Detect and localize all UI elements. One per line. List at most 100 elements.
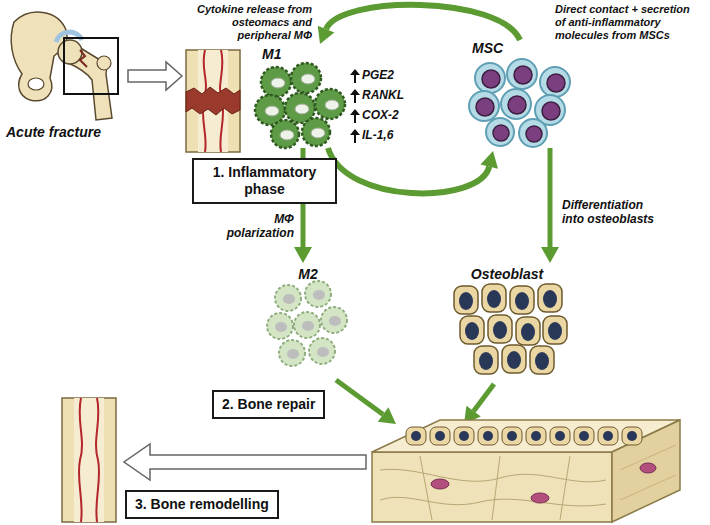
msc-cluster	[469, 59, 570, 147]
block-front	[372, 452, 612, 522]
cell-nucleus	[287, 349, 299, 359]
m2-macrophage	[275, 285, 301, 311]
canaliculi	[380, 469, 606, 481]
cell-body	[454, 427, 474, 445]
osteoblast-cell	[543, 316, 567, 344]
m1-macrophage	[291, 63, 321, 93]
cell-body	[406, 427, 426, 445]
node-text: Osteoblast	[446, 266, 568, 282]
arrow-head	[294, 247, 312, 263]
cell-nucleus	[555, 431, 565, 441]
cell-nucleus	[411, 431, 421, 441]
cell-body	[261, 67, 291, 97]
node-text: M2	[268, 266, 348, 282]
osteocyte	[640, 463, 656, 473]
cell-body	[482, 284, 506, 312]
msc-cell	[540, 67, 570, 97]
msc-cell	[486, 118, 514, 146]
osteoblast-cluster	[454, 284, 567, 374]
connector	[328, 148, 498, 193]
canaliculi	[420, 456, 570, 520]
up-arrow-head	[350, 129, 360, 135]
vessel	[96, 398, 99, 522]
bone-cortex	[62, 398, 116, 522]
cell-nucleus	[313, 290, 325, 300]
cell-nucleus	[476, 98, 494, 116]
cytokine-label: RANKL	[362, 88, 404, 103]
cell-body	[510, 286, 534, 314]
femoral-head	[58, 40, 82, 64]
green-arrow-head	[378, 407, 396, 424]
arrow-head	[481, 151, 499, 169]
cell-nucleus	[531, 431, 541, 441]
cell-body	[598, 427, 618, 445]
bone-tissue-block	[372, 420, 680, 522]
cell-body	[501, 89, 531, 119]
lining-osteoblast	[406, 427, 426, 445]
highlight-square	[64, 38, 118, 94]
cell-nucleus	[295, 104, 309, 114]
lining-osteoblast	[502, 427, 522, 445]
lining-osteoblast	[622, 427, 642, 445]
cell-body	[486, 118, 514, 146]
m1-cluster	[255, 63, 345, 148]
cell-nucleus	[521, 323, 535, 341]
node-text: 1. Inflammatory phase	[202, 164, 327, 198]
block-side	[612, 420, 680, 522]
cell-nucleus	[526, 126, 542, 142]
cell-nucleus	[483, 431, 493, 441]
cell-body	[271, 120, 299, 148]
arrow-head	[318, 26, 335, 44]
cell-nucleus	[435, 431, 445, 441]
cell-nucleus	[329, 316, 341, 326]
cell-body	[516, 317, 540, 345]
cell-body	[488, 315, 512, 343]
cell-cluster: MSC	[468, 40, 576, 148]
vessel	[79, 398, 82, 522]
cell-nucleus	[280, 130, 294, 140]
cell-body	[502, 345, 526, 373]
m1-macrophage	[261, 67, 291, 97]
m2-macrophage	[279, 340, 305, 366]
cell-nucleus	[542, 102, 560, 120]
obturator-foramen	[28, 78, 44, 90]
cell-body	[622, 427, 642, 445]
cell-nucleus	[459, 292, 473, 310]
cell-body	[538, 284, 562, 312]
connector-line	[328, 148, 489, 193]
up-arrow	[354, 94, 356, 103]
phase-box: 2. Bone repair	[212, 390, 325, 419]
cytokine-label: IL-1,6	[362, 128, 393, 143]
cell-nucleus	[514, 66, 532, 84]
cell-body	[475, 63, 505, 93]
osteoblast-cell	[510, 286, 534, 314]
cytokine-label: PGE2	[362, 68, 394, 83]
arrow-head	[541, 247, 559, 263]
up-arrow-head	[350, 109, 360, 115]
connector-line	[326, 5, 520, 40]
cell-nucleus	[547, 74, 565, 92]
phase-box: 3. Bone remodelling	[125, 490, 279, 519]
cell-body	[305, 281, 331, 307]
osteoblast-cell	[488, 315, 512, 343]
cell-nucleus	[325, 100, 339, 110]
connector-line	[548, 148, 553, 247]
cell-cluster: Osteoblast	[446, 266, 568, 378]
m2-macrophage	[294, 312, 320, 338]
cell-cluster: M1	[258, 46, 348, 148]
cell-nucleus	[627, 431, 637, 441]
cell-body	[530, 346, 554, 374]
cell-body	[526, 427, 546, 445]
hollow-arrow	[128, 62, 182, 90]
osteoblast-cell	[482, 284, 506, 312]
up-arrow	[354, 114, 356, 123]
node-text: M1	[262, 46, 348, 62]
process-note: Direct contact + secretion of anti-infla…	[555, 3, 700, 42]
msc-cell	[469, 91, 499, 121]
m2-cluster	[267, 281, 347, 366]
green-arrow	[336, 380, 383, 415]
cell-body	[474, 346, 498, 374]
fractured-bone	[186, 50, 240, 152]
hollow-arrow	[124, 444, 366, 480]
